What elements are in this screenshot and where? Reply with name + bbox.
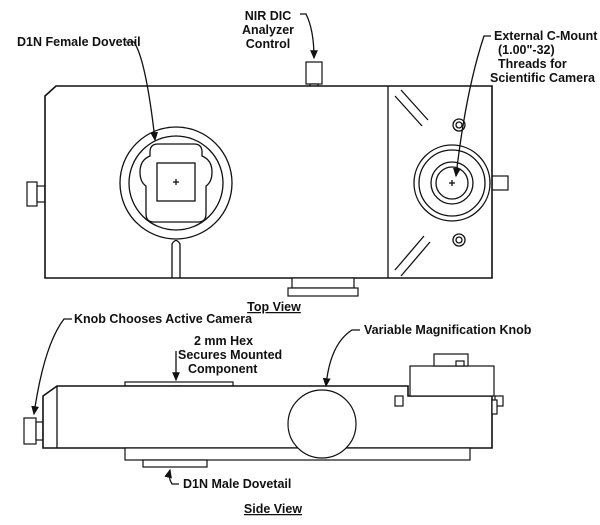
label-cmount-4: Scientific Camera: [490, 71, 596, 85]
cmount-outer: [413, 144, 491, 222]
caption-side-view: Side View: [244, 502, 302, 516]
label-hex-1: 2 mm Hex: [194, 334, 253, 348]
dovetail-inner-ring: [128, 135, 224, 231]
label-hex-2: Secures Mounted: [178, 348, 282, 362]
bottom-slot: [171, 239, 181, 278]
label-nir-dic-1: NIR DIC: [245, 9, 292, 23]
label-hex-3: Component: [188, 362, 258, 376]
camera-mount: [409, 365, 495, 397]
label-nir-dic-3: Control: [246, 37, 290, 51]
dovetail-outer-ring: [119, 126, 233, 240]
label-knob-camera: Knob Chooses Active Camera: [74, 312, 253, 326]
side-view: Knob Chooses Active Camera 2 mm Hex Secu…: [23, 312, 532, 516]
label-cmount-3: Threads for: [498, 57, 567, 71]
dovetail-aperture: [156, 162, 196, 202]
label-cmount-1: External C-Mount: [494, 29, 598, 43]
cmount-thread: [430, 161, 474, 205]
nir-dic-knob: [305, 61, 323, 85]
right-knob-top: [491, 175, 509, 191]
caption-top-view: Top View: [247, 300, 301, 314]
dovetail-opening: [139, 143, 213, 223]
top-body: [44, 85, 493, 279]
left-knob-top: [26, 181, 38, 207]
label-mag-knob: Variable Magnification Knob: [364, 323, 532, 337]
bottom-strip: [124, 447, 471, 461]
label-d1n-female: D1N Female Dovetail: [17, 35, 141, 49]
magnification-knob: [287, 389, 357, 459]
bottom-tab: [291, 277, 355, 289]
top-view: D1N Female Dovetail NIR DIC Analyzer Con…: [17, 9, 598, 314]
male-dovetail: [142, 459, 208, 468]
label-nir-dic-2: Analyzer: [242, 23, 294, 37]
camera-knob: [23, 417, 37, 445]
label-d1n-male: D1N Male Dovetail: [183, 477, 291, 491]
label-cmount-2: (1.00"-32): [498, 43, 555, 57]
